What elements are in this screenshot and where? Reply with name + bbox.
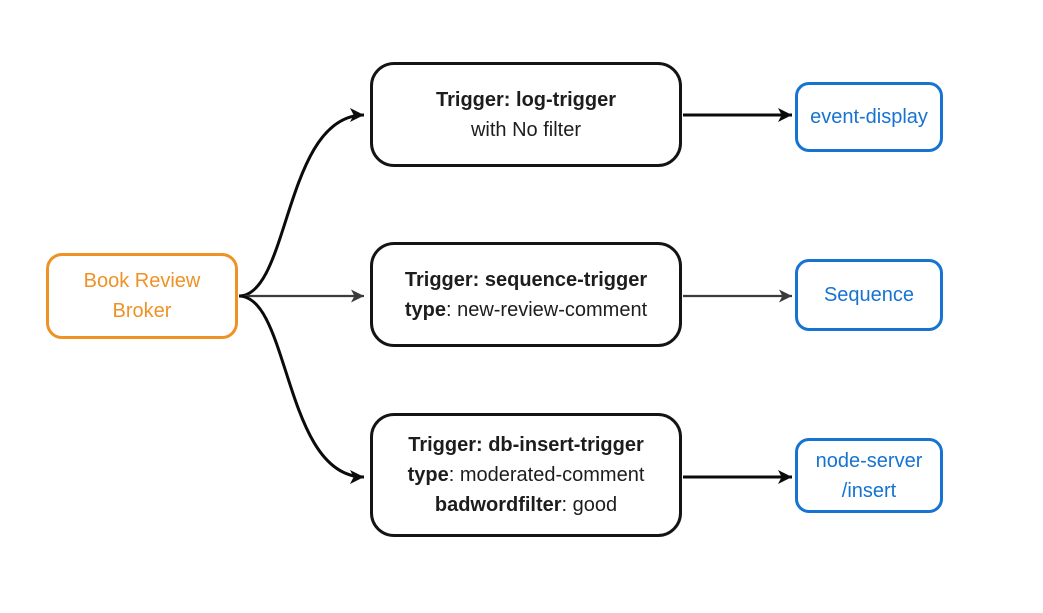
sequence-trigger-title-text: Trigger: sequence-trigger xyxy=(404,268,648,291)
sequence-trigger-node: Trigger: sequence-trigger type: new-revi… xyxy=(370,242,682,347)
db-insert-trigger-title: Trigger: db-insert-trigger xyxy=(408,430,644,460)
node-server-label-line2: /insert xyxy=(841,479,897,502)
node-server-node: node-server /insert xyxy=(795,438,943,513)
sequence-trigger-title: Trigger: sequence-trigger xyxy=(405,265,647,295)
db-insert-trigger-title-text: Trigger: db-insert-trigger xyxy=(408,434,644,456)
event-display-node: event-display xyxy=(795,82,943,152)
db-insert-trigger-badword-key: badwordfilter xyxy=(434,494,562,516)
db-insert-trigger-filter-badword: badwordfilter: good xyxy=(435,490,617,520)
sequence-label: Sequence xyxy=(823,284,915,306)
broker-node: Book Review Broker xyxy=(46,253,238,339)
db-insert-trigger-badword-value: : good xyxy=(561,494,618,516)
db-insert-trigger-node: Trigger: db-insert-trigger type: moderat… xyxy=(370,413,682,537)
db-insert-trigger-filter-type: type: moderated-comment xyxy=(408,460,645,490)
sequence-trigger-filter-value: : new-review-comment xyxy=(445,298,648,321)
edge-broker-to-log-trigger xyxy=(238,108,365,298)
sequence-trigger-filter: type: new-review-comment xyxy=(405,295,647,325)
log-trigger-title: Trigger: log-trigger xyxy=(436,85,616,115)
edge-broker-to-db-insert-trigger xyxy=(238,294,365,484)
db-insert-trigger-type-key: type xyxy=(407,464,449,486)
event-display-label: event-display xyxy=(810,106,928,128)
broker-label-line1: Book Review xyxy=(83,270,201,292)
broker-label-line2: Broker xyxy=(112,300,172,322)
sequence-trigger-filter-key: type xyxy=(404,298,446,321)
log-trigger-title-text: Trigger: log-trigger xyxy=(436,88,616,111)
log-trigger-filter: with No filter xyxy=(470,118,582,141)
db-insert-trigger-type-value: : moderated-comment xyxy=(448,464,645,486)
node-server-label-line1: node-server xyxy=(815,449,923,472)
log-trigger-node: Trigger: log-trigger with No filter xyxy=(370,62,682,167)
sequence-node: Sequence xyxy=(795,259,943,331)
